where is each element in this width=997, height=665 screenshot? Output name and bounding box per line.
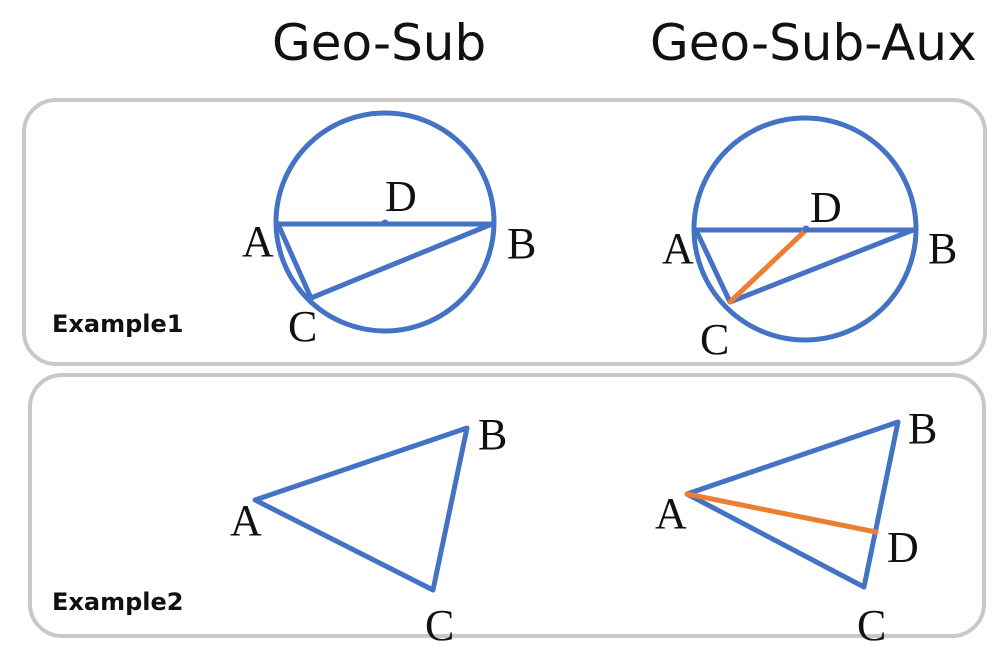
point-label-a: A [242,217,274,266]
point-d-dot [381,219,389,227]
point-label-a: A [662,224,694,273]
point-label-d: D [810,183,842,232]
column-header-geo-sub-aux: Geo-Sub-Aux [650,14,977,72]
point-label-a: A [655,489,687,538]
example-2-panel [28,373,986,638]
point-label-b: B [507,219,536,268]
auxiliary-segment-cd [727,227,809,305]
example-1-geo-sub-aux-figure [691,115,919,343]
auxiliary-segment-ad [684,491,879,535]
triangle-abc [252,425,470,593]
point-label-b: B [908,404,937,453]
point-label-b: B [478,410,507,459]
segment-bc [727,227,916,305]
segment-ac [275,221,314,301]
example-2-geo-sub-figure [252,425,470,593]
point-label-c: C [425,601,454,650]
point-label-d: D [385,172,417,221]
segment-ac [693,227,733,305]
point-label-c: C [700,315,729,364]
column-header-geo-sub: Geo-Sub [272,14,487,72]
triangle-abc [684,419,901,590]
point-label-c: C [288,302,317,351]
point-label-a: A [230,496,262,545]
point-d-dot [802,225,810,233]
point-label-d: D [887,523,919,572]
segment-bc [308,221,495,301]
circle [273,110,497,334]
example-2-geo-sub-aux-figure [684,419,901,590]
example-2-label: Example2 [52,588,184,616]
point-label-b: B [928,224,957,273]
example-1-label: Example1 [52,310,184,338]
example-1-geo-sub-figure [273,110,497,334]
point-label-c: C [857,601,886,650]
